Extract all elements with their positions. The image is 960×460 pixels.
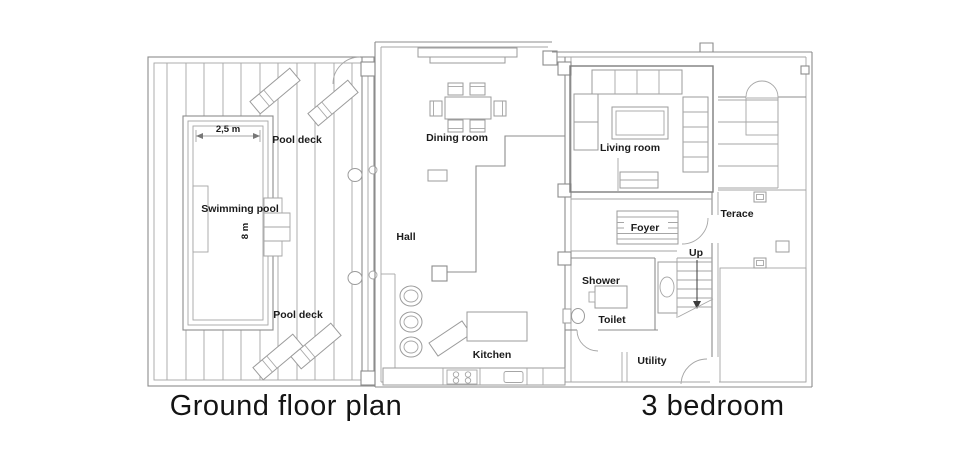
lounge-chair <box>307 79 359 127</box>
dimension-arrow-right-icon <box>253 133 260 139</box>
terrace-steps <box>718 97 779 189</box>
terrace: Terace <box>718 80 807 383</box>
kitchen: Kitchen <box>381 273 566 386</box>
wall-post <box>360 370 376 386</box>
utility: Utility <box>621 352 708 385</box>
dining-chairs <box>429 82 507 133</box>
living-room-label: Living room <box>600 142 660 154</box>
landing <box>745 97 779 136</box>
up-label: Up <box>689 247 703 259</box>
sink <box>503 371 524 383</box>
door-swing <box>576 329 599 352</box>
lounge-chair <box>249 67 301 115</box>
door-opening <box>710 357 719 383</box>
pool-deck: 2,5 m Swimming pool 8 m Pool deck Pool d… <box>147 56 378 387</box>
wall-post <box>542 50 558 66</box>
sofa <box>573 69 683 151</box>
dining-table <box>444 96 492 120</box>
wall-post <box>557 183 572 198</box>
lounge-chair <box>252 333 304 381</box>
lounge-chair <box>290 322 342 370</box>
foyer-label: Foyer <box>631 222 660 234</box>
shower-tray <box>588 285 628 309</box>
wall-post <box>431 265 448 282</box>
dining-room-label: Dining room <box>426 132 488 144</box>
wall-post <box>557 251 572 266</box>
wall-post <box>360 61 376 77</box>
kitchen-counter <box>382 367 566 386</box>
plan-title: Ground floor plan <box>170 390 403 422</box>
pergola-post <box>753 257 767 269</box>
stair-treads <box>677 261 712 308</box>
plan-subtitle: 3 bedroom <box>641 390 784 422</box>
swimming-pool-label: Swimming pool <box>201 203 279 215</box>
pool-length-label: 8 m <box>240 223 251 239</box>
utility-label: Utility <box>637 355 666 367</box>
stove <box>446 369 478 385</box>
door-swing <box>680 358 708 385</box>
stairs: Up <box>657 247 714 318</box>
pergola-post <box>753 191 767 203</box>
toilet-icon <box>562 308 585 324</box>
pool-ledge <box>192 185 209 253</box>
pool-width-label: 2,5 m <box>216 124 240 135</box>
tv-bench <box>619 171 659 189</box>
sideboard <box>417 47 518 58</box>
shower-label: Shower <box>582 275 620 287</box>
door-opening <box>710 215 719 243</box>
terrace-label: Terace <box>720 208 753 220</box>
column <box>368 270 378 280</box>
roof-step <box>699 42 714 52</box>
kitchen-label: Kitchen <box>473 349 512 361</box>
door-swing <box>681 217 709 245</box>
bathroom: Shower Toilet <box>562 257 658 352</box>
wall-post <box>557 61 572 76</box>
shelving-unit <box>682 96 709 173</box>
stairs-direction-arrow-icon <box>693 301 701 309</box>
washbasin <box>659 276 675 298</box>
interior-wall <box>447 135 565 273</box>
hall-label: Hall <box>396 231 415 243</box>
pool-deck-bottom-label: Pool deck <box>273 309 323 321</box>
hall: Hall <box>396 135 565 282</box>
stair-break-line <box>677 298 714 318</box>
terrace-paving <box>719 267 807 383</box>
cabinet <box>427 169 448 182</box>
pool-width-dimension: 2,5 m <box>195 124 261 142</box>
sideboard <box>429 56 506 64</box>
dimension-arrow-left-icon <box>196 133 203 139</box>
double-door-swing <box>745 80 779 98</box>
column <box>368 165 378 175</box>
column <box>347 168 363 182</box>
column <box>347 271 363 285</box>
gate-door-swing <box>332 56 361 85</box>
foyer: Foyer <box>571 198 712 252</box>
coffee-table <box>611 106 669 140</box>
toilet-label: Toilet <box>598 314 626 326</box>
swimming-pool: 2,5 m Swimming pool 8 m <box>182 115 291 331</box>
kitchen-island <box>428 311 528 357</box>
pool-steps <box>263 197 291 257</box>
dining-room: Dining room <box>417 47 518 182</box>
pool-deck-top-label: Pool deck <box>272 134 322 146</box>
wall-notch <box>800 65 810 75</box>
wall-box <box>775 240 790 253</box>
bar-stools <box>399 285 423 358</box>
living-room: Living room <box>569 65 714 193</box>
